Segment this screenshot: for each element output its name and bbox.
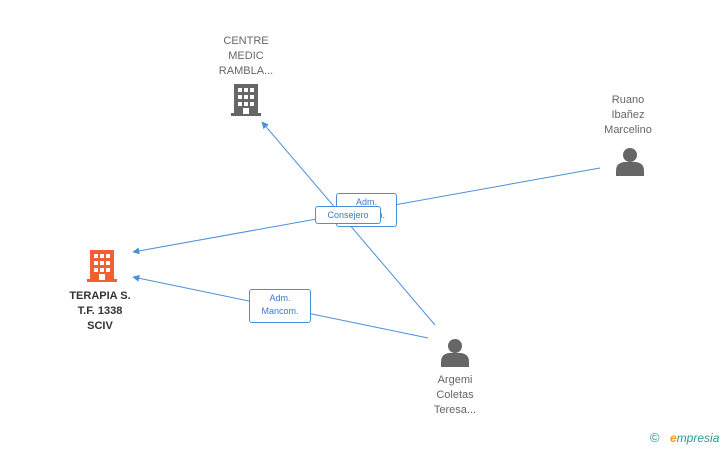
edge-label-adm-mancom: Adm. Mancom. — [249, 289, 311, 323]
building-icon[interactable] — [87, 250, 117, 282]
copyright-symbol: © — [650, 430, 660, 445]
brand-e-letter: e — [670, 431, 677, 445]
node-label-ruano[interactable]: Ruano Ibañez Marcelino — [604, 94, 652, 136]
node-label-centre-medic[interactable]: CENTRE MEDIC RAMBLA... — [218, 35, 274, 77]
empresia-logo[interactable]: empresia — [670, 431, 719, 445]
person-icon[interactable] — [616, 148, 644, 176]
person-icon[interactable] — [441, 339, 469, 367]
brand-name: mpresia — [676, 431, 720, 445]
edge-label-consejero: Consejero — [315, 206, 381, 224]
building-icon[interactable] — [231, 84, 261, 116]
node-label-argemi[interactable]: Argemi Coletas Teresa... — [433, 374, 477, 416]
node-label-terapia[interactable]: TERAPIA S. T.F. 1338 SCIV — [69, 290, 131, 332]
